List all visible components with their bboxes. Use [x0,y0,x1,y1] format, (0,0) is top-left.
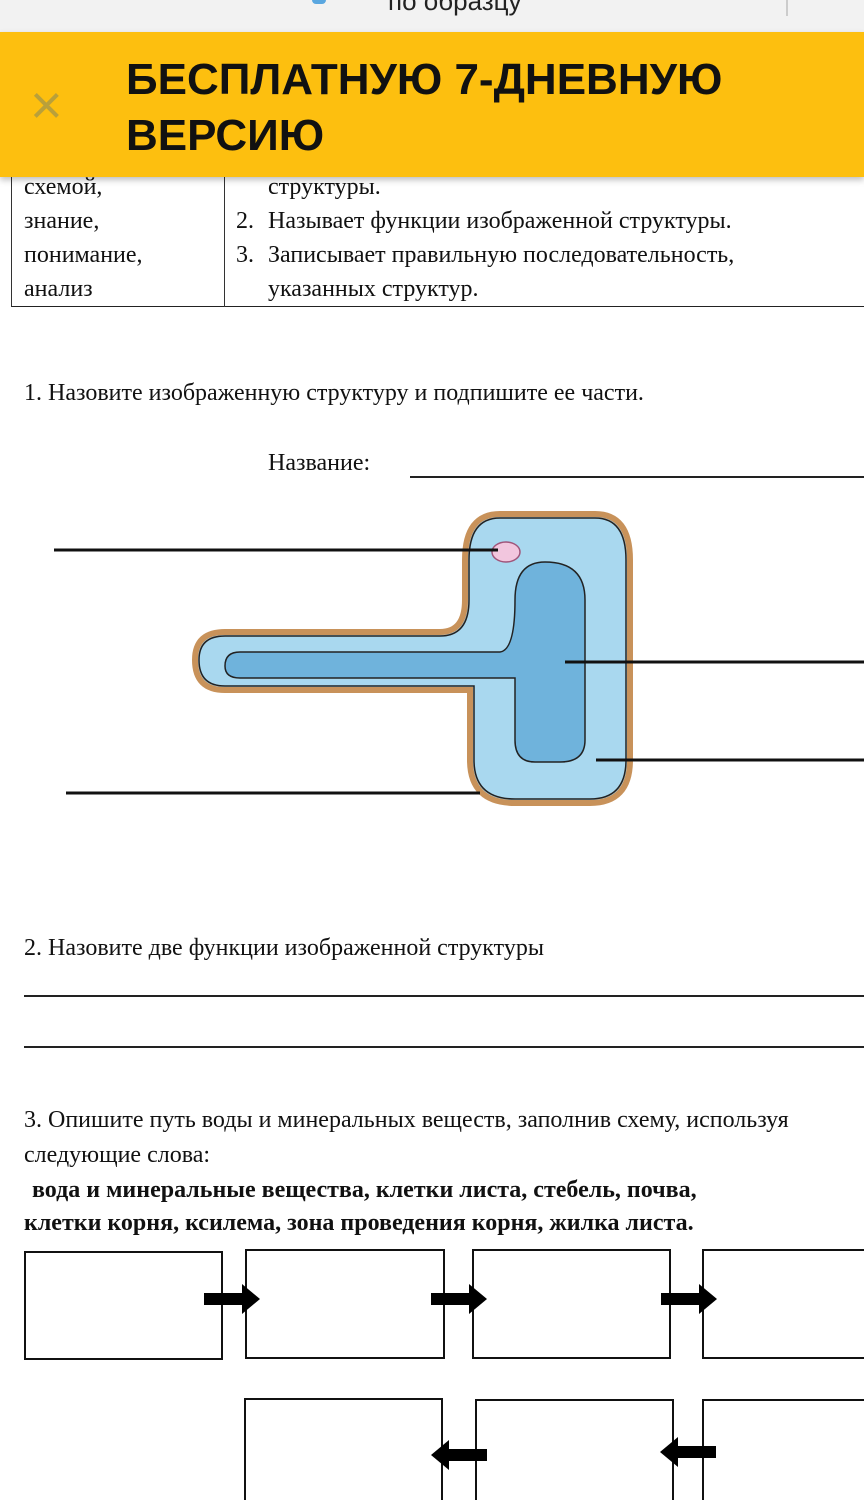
divider [786,0,788,16]
scheme-box[interactable] [245,1249,445,1359]
question-3-cont: следующие слова: [24,1142,211,1168]
root-hair-cell-diagram [54,511,864,806]
top-bar: по образцу [0,0,864,32]
cell-line: знание, [24,208,100,234]
scheme-box[interactable] [472,1249,671,1359]
question-3: 3. Опишите путь воды и минеральных вещес… [24,1107,789,1133]
scheme-box[interactable] [475,1399,674,1500]
list-number: 3. [236,242,254,268]
scheme-box[interactable] [702,1249,864,1359]
cell-line: Записывает правильную последовательность… [268,242,735,268]
cell-line: указанных структур. [268,276,479,302]
scheme-box[interactable] [702,1399,864,1500]
top-bar-title: по образцу [388,0,522,16]
table-cell-skills: схемой, знание, понимание, анализ [12,160,225,307]
indicator-icon [312,0,326,4]
cell-line: структуры. [268,174,381,200]
close-icon[interactable]: × [30,73,63,136]
question-1: 1. Назовите изображенную структуру и под… [24,380,644,406]
banner-title[interactable]: БЕСПЛАТНУЮ 7-ДНЕВНУЮ ВЕРСИЮ [126,55,723,160]
cell-line: Называет функции изображенной структуры. [268,208,732,234]
word-list: вода и минеральные вещества, клетки лист… [32,1177,697,1203]
arrow-right-icon [204,1284,260,1314]
criteria-table: схемой, знание, понимание, анализ структ… [11,160,864,307]
arrow-left-icon [431,1440,487,1470]
question-2: 2. Назовите две функции изображенной стр… [24,935,544,961]
scheme-box[interactable] [24,1251,223,1360]
vacuole [224,561,586,763]
arrow-right-icon [661,1284,717,1314]
promo-banner[interactable]: × БЕСПЛАТНУЮ 7-ДНЕВНУЮ ВЕРСИЮ [0,32,864,177]
cell-line: анализ [24,276,93,302]
name-label: Название: [268,450,371,476]
answer-line[interactable] [24,1046,864,1048]
arrow-right-icon [431,1284,487,1314]
word-list: клетки корня, ксилема, зона проведения к… [24,1210,694,1236]
nucleus [491,541,521,563]
answer-line[interactable] [24,995,864,997]
name-answer-line[interactable] [410,476,864,478]
list-number: 2. [236,208,254,234]
scheme-box[interactable] [244,1398,443,1500]
arrow-left-icon [660,1437,716,1467]
cell-line: понимание, [24,242,143,268]
cell-line: схемой, [24,174,103,200]
